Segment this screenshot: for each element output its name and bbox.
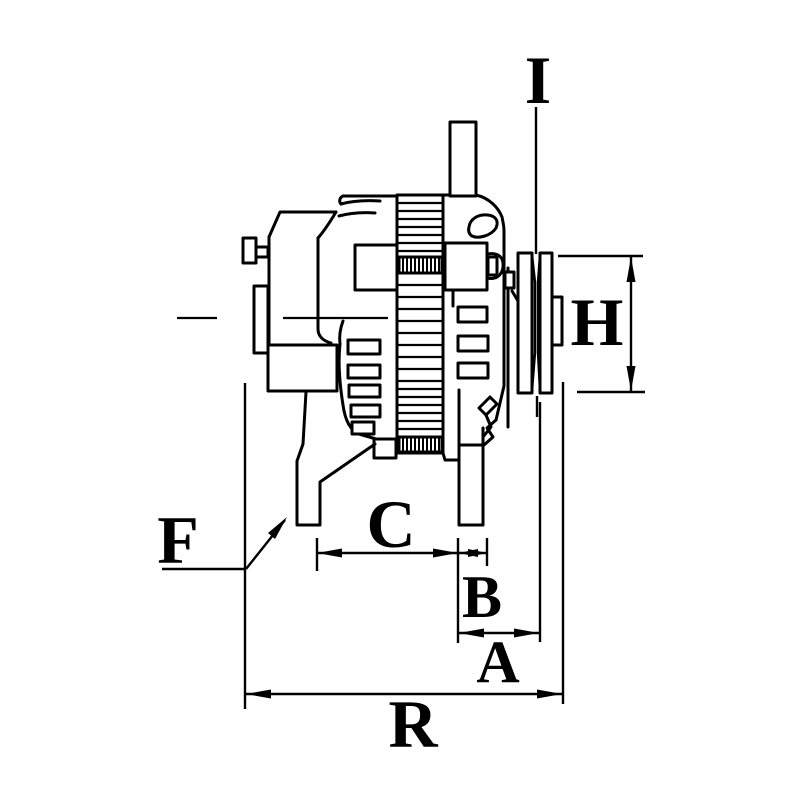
rear-pocket-curve <box>485 252 505 280</box>
rear-window-slot <box>467 213 499 239</box>
louver-slot <box>456 361 490 380</box>
stator-body <box>395 193 445 455</box>
dimension-a: A <box>458 402 542 695</box>
dim-h-arrow-down <box>626 366 636 391</box>
dimension-label-a: A <box>476 629 519 695</box>
dim-a-arrow-left <box>459 628 484 638</box>
louver-slot <box>346 338 382 356</box>
dim-h-arrow-up <box>626 257 636 282</box>
housing-inner-curve <box>338 319 345 346</box>
dim-f-arrowhead <box>268 517 287 539</box>
bottom-tab <box>372 437 398 460</box>
cooling-fins-bottom <box>397 387 443 431</box>
shaft-spacer <box>503 270 516 290</box>
dimension-label-f: F <box>157 502 199 578</box>
front-vent-louvers <box>346 338 382 436</box>
housing-top-ledge <box>267 210 338 239</box>
drive-end-housing <box>241 194 399 460</box>
dimension-f: F <box>157 502 287 578</box>
dimension-label-h: H <box>571 284 624 360</box>
dim-r-arrow-right <box>537 689 562 699</box>
rear-mounting-leg <box>457 388 485 527</box>
pulley-right-flange <box>538 251 554 395</box>
shaft-step <box>486 255 499 277</box>
dim-b-arrow-right <box>468 549 487 557</box>
louver-slot <box>456 305 489 324</box>
side-tab <box>252 284 270 355</box>
rear-leg-outline <box>457 388 485 527</box>
shaft-nut <box>550 295 564 347</box>
dimension-label-i: I <box>525 42 551 118</box>
rear-diagonal-tail <box>481 413 493 439</box>
dimension-c: C <box>315 486 458 571</box>
housing-inner-edge <box>316 236 333 345</box>
terminal-stud <box>448 120 478 198</box>
rear-bearing-boss <box>443 241 489 292</box>
dim-c-arrow-left <box>317 548 342 558</box>
louver-slot <box>456 334 490 353</box>
rear-housing <box>441 120 510 462</box>
dimension-r: R <box>243 382 565 762</box>
terminal-connector <box>241 236 258 265</box>
pulley-left-flange <box>516 251 534 395</box>
belt-groove-right-wall <box>536 254 542 392</box>
knurl-ticks-lower <box>402 438 440 451</box>
front-bearing-boss <box>353 243 399 292</box>
housing-lip-upper <box>339 199 382 206</box>
rear-bottom-left-edge <box>441 451 460 462</box>
front-mounting-leg <box>295 390 377 527</box>
housing-shoulder-curve <box>316 210 338 240</box>
louver-slot <box>346 363 382 380</box>
louver-slot <box>349 403 382 419</box>
dimension-h: H <box>558 254 645 394</box>
terminal-connector-nub <box>254 245 270 259</box>
knurl-ticks-upper <box>402 258 440 272</box>
dimension-label-c: C <box>366 486 415 562</box>
rear-outer-profile <box>474 193 506 422</box>
pulley-assembly <box>503 251 564 395</box>
dimension-i: I <box>525 42 551 417</box>
louver-slot <box>350 420 376 436</box>
stator-fin-stack <box>395 193 445 455</box>
rear-vent-louvers <box>456 305 490 380</box>
dim-c-arrow-right <box>433 548 458 558</box>
front-leg-outline <box>295 390 377 527</box>
rear-diagonal-tab <box>477 395 499 417</box>
dim-r-arrow-left <box>246 689 271 699</box>
dimension-b: B <box>456 538 502 643</box>
housing-lower-block <box>266 343 339 393</box>
dimension-label-b: B <box>462 564 502 630</box>
dim-a-arrow-right <box>514 628 539 638</box>
louver-slot <box>347 383 382 399</box>
dimension-label-r: R <box>388 686 438 762</box>
housing-lip-lower <box>337 211 377 218</box>
cooling-fins-top <box>397 201 443 253</box>
belt-groove-left-wall <box>530 254 537 392</box>
cooling-fins-middle <box>397 283 443 383</box>
